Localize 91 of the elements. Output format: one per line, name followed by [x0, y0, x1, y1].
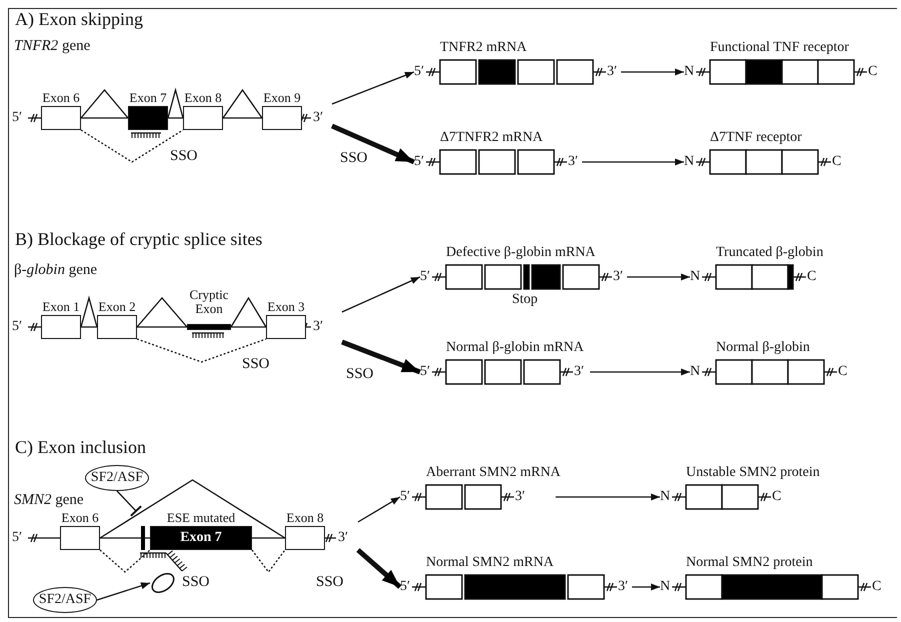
strand-end-label: 5′ [420, 269, 430, 284]
splice-line [136, 338, 266, 363]
arrow [96, 582, 150, 601]
strand-end-label: 5′ [414, 154, 424, 170]
strand-end-label: N [684, 154, 694, 170]
strand-end-label: 3′ [607, 64, 618, 80]
exon-label: Exon 2 [97, 300, 137, 314]
strand-end-label: 5′ [400, 579, 410, 594]
splice-line [251, 550, 286, 574]
stop-label: Stop [512, 292, 538, 308]
exon-label: Exon 9 [262, 91, 302, 105]
exon-label: Exon 6 [41, 91, 81, 105]
strand-end-label: C [807, 269, 816, 284]
arrow [331, 124, 415, 164]
strand-end-label: 5′ [414, 64, 424, 80]
exon-label: Exon 6 [60, 511, 100, 525]
strand-end-label: 5′ [12, 530, 22, 546]
strand-end-label: 3′ [515, 489, 526, 504]
strand-end-label: 3′ [313, 319, 324, 334]
gene-name: β-globin gene [14, 262, 98, 278]
exon-label: Exon 1 [41, 300, 81, 314]
strand-title: Δ7TNF receptor [710, 130, 802, 146]
strand-end-label: 3′ [574, 364, 584, 380]
strand-title: Defective β-globin mRNA [446, 245, 596, 260]
strand-end-label: C [838, 364, 848, 380]
gene-name: TNFR2 gene [14, 38, 90, 54]
strand-end-label: C [772, 489, 782, 504]
strand-title: Normal SMN2 mRNA [426, 555, 554, 570]
arrow [621, 68, 684, 76]
exon-label: Exon 8 [183, 91, 223, 105]
strand-end-label: N [690, 269, 700, 284]
strand-end-label: 3′ [613, 269, 624, 284]
exon-label: Cryptic Exon [188, 288, 230, 316]
arrow [582, 158, 684, 166]
splicing-factor-ellipse: SF2/ASF [33, 587, 97, 613]
strand-end-label: 5′ [12, 110, 22, 126]
arrow [632, 584, 660, 590]
arrow [627, 274, 690, 280]
strand-title: Unstable SMN2 protein [686, 465, 820, 480]
sso-label: SSO [242, 356, 270, 372]
exon-label: Exon 3 [266, 300, 306, 314]
splice-line [136, 297, 188, 328]
exon-label: ESE mutated [166, 511, 236, 525]
sso-label: SSO [182, 574, 210, 590]
strand-end-label: 5′ [420, 364, 430, 380]
strand-end-label: N [684, 64, 694, 80]
strand-end-label: C [868, 64, 878, 80]
strand-end-label: 3′ [313, 110, 324, 126]
inhibition-line [116, 490, 142, 517]
splice-line [80, 88, 128, 118]
arrow [590, 368, 690, 376]
strand-end-label: N [660, 489, 670, 504]
sso-label: SSO [170, 148, 198, 164]
strand-title: Δ7TNFR2 mRNA [440, 130, 543, 146]
strand-end-label: 5′ [12, 319, 22, 334]
splice-line [230, 296, 267, 328]
strand-title: Truncated β-globin [716, 245, 824, 260]
panel-title: B) Blockage of cryptic splice sites [15, 230, 262, 250]
arrow [342, 276, 420, 313]
splice-line [80, 296, 98, 328]
strand-end-label: 5′ [400, 489, 410, 504]
arrow [341, 340, 421, 374]
gene-name: SMN2 gene [14, 492, 84, 508]
strand-title: Normal β-globin mRNA [446, 340, 584, 356]
splice-line [100, 479, 286, 539]
splicing-factor-ellipse: SF2/ASF [85, 465, 149, 491]
strand-title: Functional TNF receptor [710, 40, 849, 56]
strand-end-label: N [660, 579, 670, 594]
strand-end-label: N [690, 364, 700, 380]
strand-end-label: 3′ [338, 530, 348, 546]
arrow [356, 548, 402, 589]
arrow [358, 496, 400, 523]
panel-title: A) Exon skipping [15, 10, 143, 30]
panel-title: C) Exon inclusion [15, 438, 146, 458]
strand-title: Normal β-globin [716, 340, 810, 356]
arrow [332, 71, 414, 105]
strand-end-label: C [832, 154, 842, 170]
strand-title: Aberrant SMN2 mRNA [426, 465, 561, 480]
arrow [556, 494, 660, 500]
strand-end-label: 3′ [568, 154, 578, 170]
exon-label: Exon 7 [128, 91, 168, 105]
strand-end-label: 3′ [618, 579, 628, 594]
splice-line [100, 550, 150, 573]
strand-title: TNFR2 mRNA [440, 40, 527, 56]
exon-box: Exon 7 [150, 526, 252, 550]
splice-line [167, 87, 184, 118]
exon-label: Exon 8 [285, 511, 325, 525]
splice-line [80, 129, 184, 163]
strand-title: Normal SMN2 protein [686, 555, 813, 570]
strand-end-label: C [872, 579, 882, 594]
splice-line [222, 88, 263, 118]
